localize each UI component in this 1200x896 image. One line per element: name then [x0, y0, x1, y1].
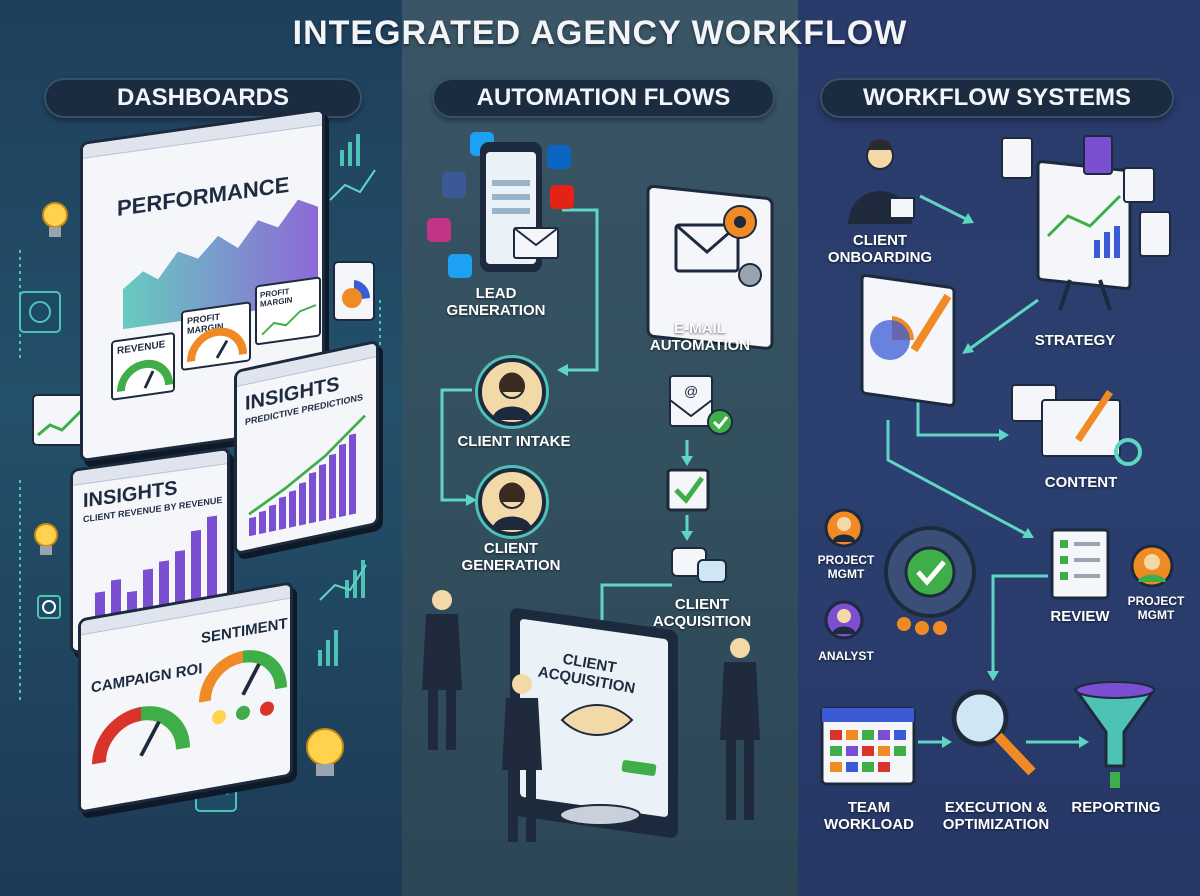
revenue-label: REVENUE [117, 339, 166, 358]
instagram-icon [427, 218, 451, 242]
client-generation-avatar [478, 468, 546, 536]
profit-margin-gauge: PROFIT MARGIN [181, 301, 251, 372]
lightbulb-icon [34, 147, 344, 776]
client-onboarding-label: CLIENT ONBOARDING [827, 232, 933, 266]
revenue-gauge: REVENUE [111, 331, 175, 401]
facebook-icon [442, 172, 466, 198]
page-title: INTEGRATED AGENCY WORKFLOW [292, 14, 908, 52]
team-workload-label: TEAM WORKLOAD [824, 799, 914, 833]
linkedin-icon [547, 145, 571, 169]
sentiment-gauge [199, 650, 287, 725]
email-automation-label: E-MAIL AUTOMATION [649, 320, 751, 354]
analyst-label: ANALYST [818, 649, 874, 663]
campaign-roi-gauge [92, 706, 190, 765]
campaign-sentiment-panel: CAMPAIGN ROI SENTIMENT [78, 581, 293, 814]
content-label: CONTENT [1044, 474, 1118, 491]
svg-text:@: @ [684, 383, 698, 399]
project-mgmt-left-label: PROJECT MGMT [817, 553, 875, 581]
automation-heading: AUTOMATION FLOWS [432, 78, 775, 118]
youtube-icon [550, 185, 574, 209]
strategy-label: STRATEGY [1034, 332, 1116, 349]
execution-optimization-label: EXECUTION & OPTIMIZATION [942, 799, 1050, 833]
twitter-icon-2 [448, 254, 472, 278]
review-label: REVIEW [1050, 608, 1110, 625]
project-mgmt-right-label: PROJECT MGMT [1127, 594, 1185, 622]
workflow-heading: WORKFLOW SYSTEMS [820, 78, 1174, 118]
performance-dashboard: PERFORMANCE REVENUE PROFIT MARGIN PROFIT… [80, 107, 325, 463]
reporting-label: REPORTING [1071, 799, 1161, 816]
client-intake-label: CLIENT INTAKE [457, 433, 571, 450]
campaign-roi-label: CAMPAIGN ROI [91, 660, 203, 697]
insights-predictions-panel: INSIGHTS PREDICTIVE PREDICTIONS [234, 339, 379, 556]
lead-generation-label: LEAD GENERATION [446, 285, 546, 319]
workflow-connectors [820, 135, 1174, 788]
profit-margin-chart: PROFIT MARGIN [255, 276, 321, 346]
client-intake-avatar [478, 358, 546, 426]
client-generation-label: CLIENT GENERATION [461, 540, 561, 574]
client-acquisition-label: CLIENT ACQUISITION [652, 596, 752, 630]
predictions-chart [248, 414, 366, 537]
automation-connectors: @ [422, 132, 774, 842]
